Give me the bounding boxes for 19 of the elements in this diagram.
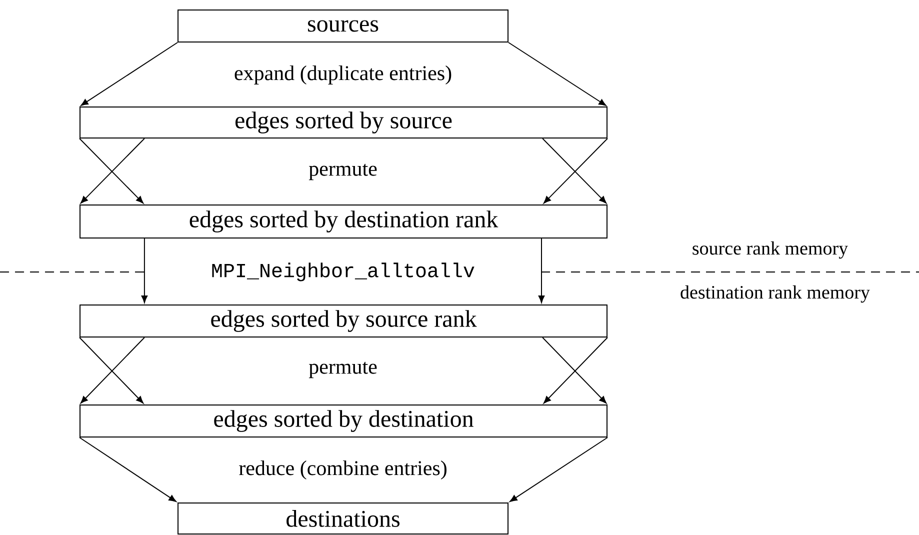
process-box: edges sorted by source [80,106,608,138]
arrow [79,437,176,502]
label-text: permute [308,362,377,378]
label-text: MPI_Neighbor_alltoallv [212,262,474,282]
label-text: permute [308,164,377,180]
label-text: expand (duplicate entries) [234,65,452,85]
arrow [510,437,608,502]
arrow [80,42,178,106]
process-box: edges sorted by source rank [80,304,608,338]
process-box: destinations [178,502,508,534]
process-box: sources [178,10,508,42]
process-box: edges sorted by destination [80,404,608,438]
label-text: destination rank memory [680,285,870,303]
arrow [508,42,606,106]
label-text: source rank memory [692,241,848,259]
arrow [141,238,148,303]
arrow [538,238,545,303]
process-box: edges sorted by destination rank [80,204,608,238]
label-text: reduce (combine entries) [239,460,446,480]
